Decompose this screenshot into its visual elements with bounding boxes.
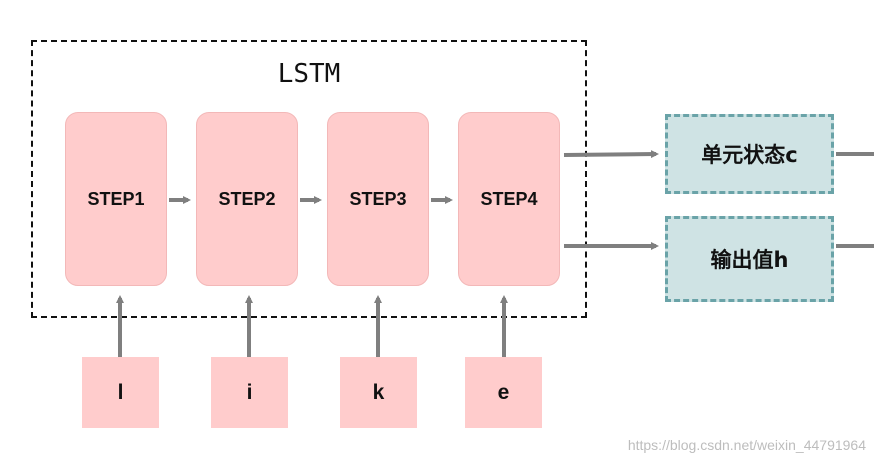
- step-3-node: STEP3: [327, 112, 429, 286]
- input-2-node: i: [211, 357, 288, 428]
- hidden-value-output: 输出值h: [665, 216, 834, 302]
- step-1-node: STEP1: [65, 112, 167, 286]
- lstm-container: [31, 40, 587, 318]
- input-1-node: l: [82, 357, 159, 428]
- watermark-text: https://blog.csdn.net/weixin_44791964: [627, 437, 866, 453]
- input-3-node: k: [340, 357, 417, 428]
- input-4-node: e: [465, 357, 542, 428]
- arrow-step4-cell-state: [563, 150, 659, 159]
- cell-state-output: 单元状态c: [665, 114, 834, 194]
- lstm-title: LSTM: [277, 59, 341, 89]
- step-2-node: STEP2: [196, 112, 298, 286]
- step-4-node: STEP4: [458, 112, 560, 286]
